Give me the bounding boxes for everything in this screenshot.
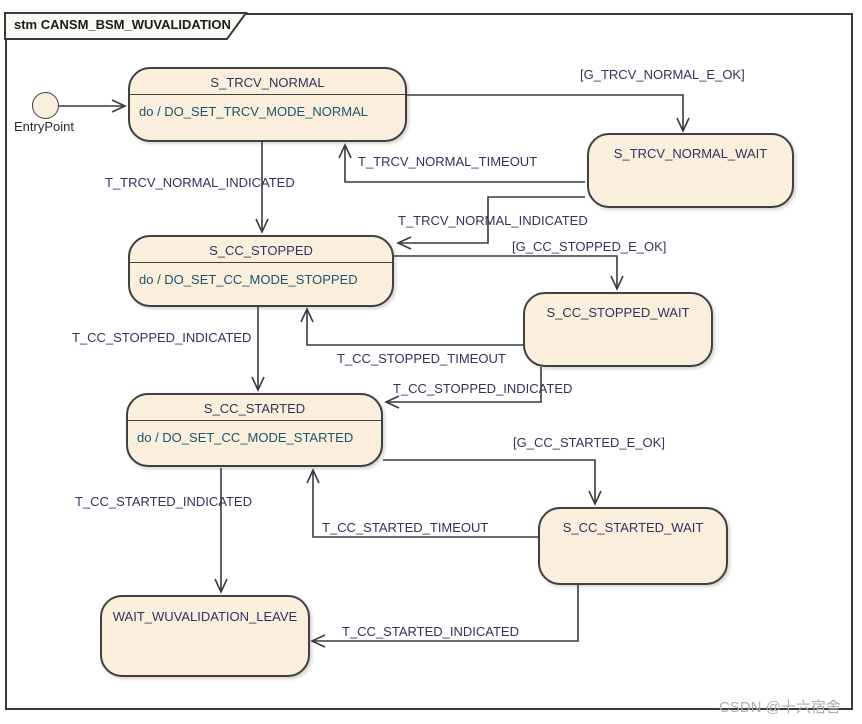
transition-label: T_CC_STOPPED_TIMEOUT (337, 351, 506, 366)
state-title: S_CC_STARTED (128, 395, 381, 421)
transition-label: T_CC_STARTED_INDICATED (75, 494, 252, 509)
state-s-trcv-normal-wait: S_TRCV_NORMAL_WAIT (587, 133, 794, 208)
state-title: WAIT_WUVALIDATION_LEAVE (112, 609, 298, 624)
transition-label: T_TRCV_NORMAL_INDICATED (105, 175, 295, 190)
state-wait-wuvalidation-leave: WAIT_WUVALIDATION_LEAVE (100, 595, 310, 677)
state-action: do / DO_SET_CC_MODE_STARTED (137, 430, 354, 445)
entry-point-icon (32, 92, 59, 119)
state-s-cc-stopped: S_CC_STOPPED do / DO_SET_CC_MODE_STOPPED (128, 235, 394, 307)
diagram-title: stm CANSM_BSM_WUVALIDATION (14, 17, 231, 32)
state-title: S_TRCV_NORMAL_WAIT (613, 146, 768, 161)
state-title: S_CC_STOPPED (130, 237, 392, 263)
transition-label: [G_CC_STOPPED_E_OK] (512, 239, 667, 254)
watermark: CSDN @十六宿舍 (719, 699, 841, 716)
state-s-cc-stopped-wait: S_CC_STOPPED_WAIT (523, 292, 713, 367)
transition-label: [G_TRCV_NORMAL_E_OK] (580, 67, 745, 82)
transition-label: T_TRCV_NORMAL_INDICATED (398, 213, 588, 228)
state-action: do / DO_SET_TRCV_MODE_NORMAL (139, 104, 369, 119)
state-s-trcv-normal: S_TRCV_NORMAL do / DO_SET_TRCV_MODE_NORM… (128, 67, 407, 142)
state-title: S_TRCV_NORMAL (130, 69, 405, 95)
state-title: S_CC_STARTED_WAIT (562, 520, 704, 535)
transition-label: T_CC_STOPPED_INDICATED (72, 330, 252, 345)
transition-label: [G_CC_STARTED_E_OK] (513, 435, 665, 450)
state-action: do / DO_SET_CC_MODE_STOPPED (139, 272, 358, 287)
entry-point-label: EntryPoint (14, 119, 74, 134)
transition-label: T_CC_STOPPED_INDICATED (393, 381, 573, 396)
state-s-cc-started-wait: S_CC_STARTED_WAIT (538, 507, 728, 585)
transition-label: T_CC_STARTED_TIMEOUT (322, 520, 489, 535)
transition-label: T_TRCV_NORMAL_TIMEOUT (358, 154, 538, 169)
transition-label: T_CC_STARTED_INDICATED (342, 624, 519, 639)
state-s-cc-started: S_CC_STARTED do / DO_SET_CC_MODE_STARTED (126, 393, 383, 467)
state-title: S_CC_STOPPED_WAIT (546, 305, 690, 320)
